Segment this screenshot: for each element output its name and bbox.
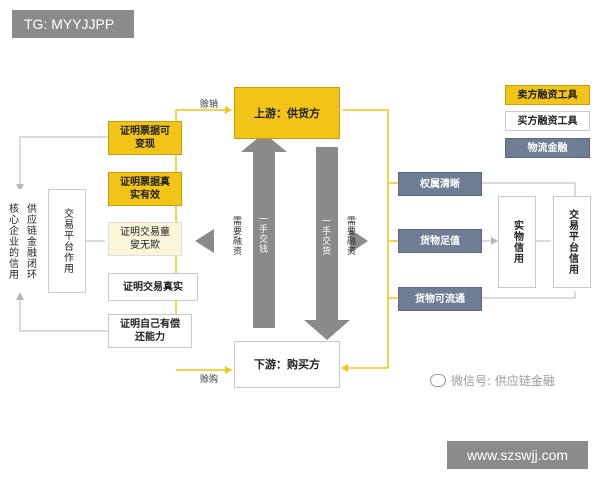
physical-credit: 实物信用 xyxy=(498,196,536,288)
ownership-clear: 权属清晰 xyxy=(398,172,482,196)
legend-seller-tools: 卖方融资工具 xyxy=(505,85,590,105)
cert-repay-ability: 证明自己有偿还能力 xyxy=(108,314,192,348)
wechat-watermark: 微信号: 供应链金融 xyxy=(430,372,555,389)
closed-loop: 供应链金融闭环 xyxy=(20,189,40,293)
deliver-arrow xyxy=(304,147,350,340)
tg-banner-text: TG: MYYJJPP xyxy=(24,16,115,32)
pay-arrow xyxy=(241,133,287,328)
wechat-icon xyxy=(430,374,446,387)
label-pay-money: 一手交钱 xyxy=(257,214,267,254)
cert-bill-variable: 证明票据可变现 xyxy=(108,121,182,155)
arrow-to-downstream xyxy=(225,366,232,374)
core-enterprise-credit: 核心企业的信用 xyxy=(2,189,22,293)
goods-full-value: 货物足值 xyxy=(398,229,482,253)
legend-buyer-tools: 买方融资工具 xyxy=(505,111,590,131)
arrow-to-upstream xyxy=(225,106,232,114)
label-need-financing-left: 需要融资 xyxy=(231,216,241,256)
tg-banner: TG: MYYJJPP xyxy=(12,10,134,38)
platform-credit: 交易平台信用 xyxy=(553,196,591,288)
cert-trade-fair: 证明交易童叟无欺 xyxy=(108,222,182,256)
downstream-buyer: 下游：购买方 xyxy=(234,341,340,388)
need-fin-arrow-left xyxy=(195,229,214,253)
need-fin-arrow-right xyxy=(350,229,368,253)
upstream-supplier: 上游：供货方 xyxy=(234,87,340,139)
platform-role-left: 交易平台作用 xyxy=(48,189,86,293)
url-banner: www.szswjj.com xyxy=(447,441,588,469)
cert-trade-true: 证明交易真实 xyxy=(108,273,198,301)
label-sell-credit: 赊销 xyxy=(200,100,219,110)
arrow-back-to-downstream xyxy=(341,364,348,372)
label-buy-credit: 赊购 xyxy=(200,375,219,385)
goods-circulable: 货物可流通 xyxy=(398,287,482,311)
label-need-financing-right: 需要融资 xyxy=(345,216,355,256)
legend-logistics-finance: 物流金融 xyxy=(505,138,590,158)
cert-bill-true: 证明票据真实有效 xyxy=(108,172,182,206)
url-banner-text: www.szswjj.com xyxy=(466,447,569,463)
label-deliver-goods: 一手交货 xyxy=(320,216,330,256)
